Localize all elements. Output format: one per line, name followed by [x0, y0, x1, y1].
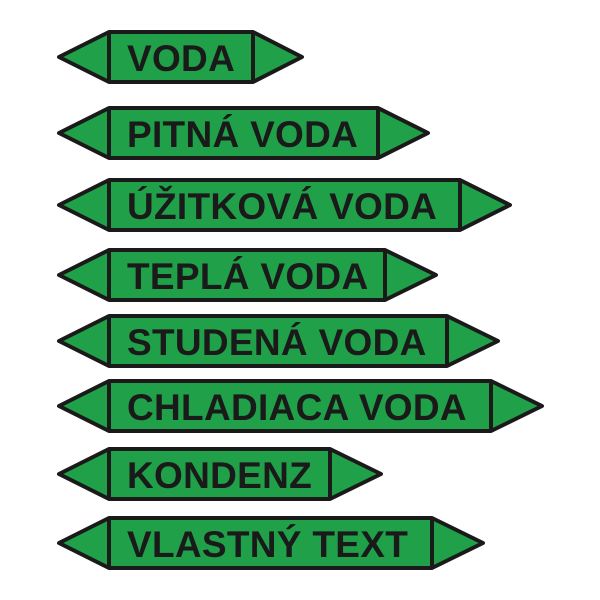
label-text: ÚŽITKOVÁ VODA [127, 186, 438, 227]
label-text: PITNÁ VODA [127, 114, 359, 155]
label-text: TEPLÁ VODA [127, 256, 369, 297]
label-text: VLASTNÝ TEXT [127, 524, 409, 565]
label-text: CHLADIACA VODA [127, 387, 467, 428]
label-text: STUDENÁ VODA [127, 322, 427, 363]
label-text: VODA [127, 38, 236, 79]
label-text: KONDENZ [127, 455, 313, 496]
